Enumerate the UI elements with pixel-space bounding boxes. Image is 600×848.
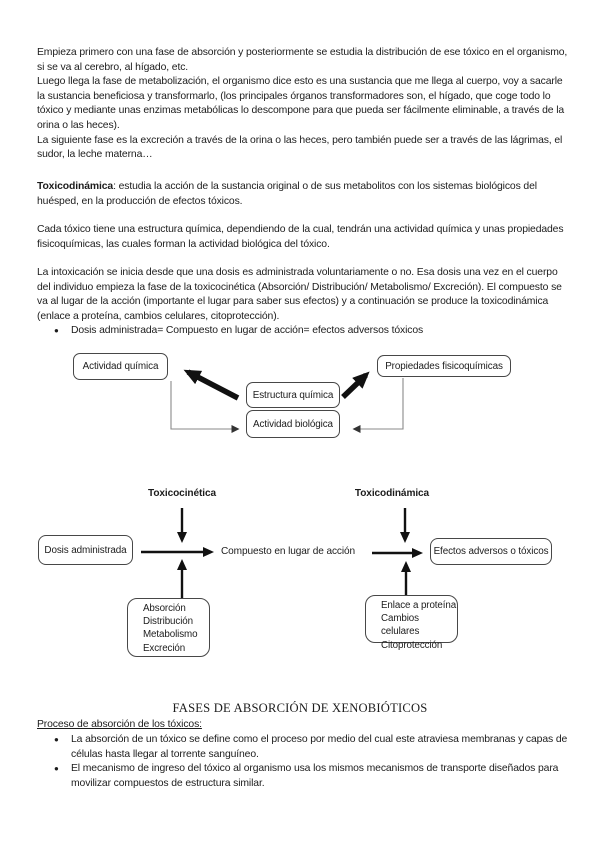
box-dosis-administrada: Dosis administrada <box>38 535 133 565</box>
box-actividad-biologica: Actividad biológica <box>246 410 340 438</box>
text-compuesto-lugar-accion: Compuesto en lugar de acción <box>220 546 356 557</box>
adme-excrecion: Excreción <box>143 642 186 654</box>
paragraph-estructura: Cada tóxico tiene una estructura química… <box>37 224 564 250</box>
thick-arrow-to-propiedades <box>341 371 370 399</box>
bullet-icon: ● <box>54 764 59 774</box>
connector-right-to-actividad-biologica <box>352 378 404 433</box>
box-propiedades-fisicoquimicas: Propiedades fisicoquímicas <box>377 355 511 377</box>
label-toxicocinetica: Toxicocinética <box>148 488 216 499</box>
adme-absorcion: Absorción <box>143 603 186 614</box>
section-title: FASES DE ABSORCIÓN DE XENOBIÓTICOS <box>172 701 428 715</box>
absorption-bullet-list: ● La absorción de un tóxico se define co… <box>37 733 570 791</box>
bullet-icon: ● <box>54 326 59 336</box>
bullet-text-absorcion-definicion: La absorción de un tóxico se define como… <box>71 734 568 760</box>
diagram2-arrows <box>141 508 423 600</box>
diagram1-arrows <box>170 369 404 433</box>
paragraph-excrecion: La siguiente fase es la excreción a trav… <box>37 134 563 161</box>
bullet-icon: ● <box>54 735 59 744</box>
toxicodinamica-term: Toxicodinámica <box>37 181 114 192</box>
intro-paragraphs: Empieza primero con una fase de absorció… <box>37 46 570 163</box>
bullet-text-mecanismo-ingreso: El mecanismo de ingreso del tóxico al or… <box>71 763 559 789</box>
diagram-toxicocinetica-toxicodinamica: Toxicocinética Toxicodinámica Dosis admi… <box>0 480 600 665</box>
list-item: ● La absorción de un tóxico se define co… <box>37 733 570 762</box>
label-toxicodinamica: Toxicodinámica <box>354 488 430 499</box>
connector-left-to-actividad-biologica <box>170 381 240 433</box>
box-estructura-quimica: Estructura química <box>246 382 340 408</box>
paragraph-absorcion: Empieza primero con una fase de absorció… <box>37 47 568 73</box>
dose-bullet-line: ● Dosis administrada= Compuesto en lugar… <box>37 324 570 339</box>
paragraph-metabolizacion: Luego llega la fase de metabolización, e… <box>37 76 565 131</box>
effect-citoproteccion: Citoprotección <box>381 639 443 651</box>
box-efectos-adversos: Efectos adversos o tóxicos <box>430 538 552 565</box>
thick-arrow-to-actividad-quimica <box>183 369 240 401</box>
effect-cambios-celulares: Cambios celulares <box>381 613 420 638</box>
adme-distribucion: Distribución <box>143 616 193 628</box>
toxicodinamica-definition: Toxicodinámica: estudia la acción de la … <box>37 180 570 209</box>
toxicodinamica-text: : estudia la acción de la sustancia orig… <box>37 181 537 207</box>
box-actividad-quimica: Actividad química <box>73 353 168 380</box>
box-adme: Absorción Distribución Metabolismo Excre… <box>127 598 210 657</box>
paragraph-intoxicacion: La intoxicación se inicia desde que una … <box>37 266 570 339</box>
effect-enlace-proteina: Enlace a proteína <box>381 600 457 611</box>
adme-metabolismo: Metabolismo <box>143 629 198 641</box>
dose-bullet-text: Dosis administrada= Compuesto en lugar d… <box>71 325 424 337</box>
box-toxicodinamica-effects: Enlace a proteína Cambios celulares Cito… <box>365 595 458 651</box>
section-subtitle: Proceso de absorción de los tóxicos: <box>37 719 202 730</box>
diagram-estructura-quimica: Actividad química Propiedades fisicoquím… <box>0 350 600 445</box>
list-item: ● El mecanismo de ingreso del tóxico al … <box>37 762 570 791</box>
